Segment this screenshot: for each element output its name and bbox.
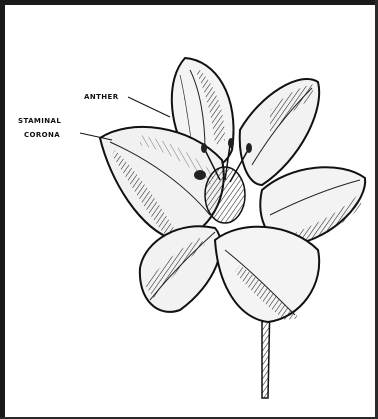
label-corona: CORONA xyxy=(24,131,60,139)
label-staminal: STAMINAL xyxy=(18,117,61,125)
petal-bottom-right xyxy=(215,227,319,322)
petal-bottom-left xyxy=(140,226,221,312)
label-anther: ANTHER xyxy=(84,93,118,101)
leader-anther xyxy=(128,97,170,117)
